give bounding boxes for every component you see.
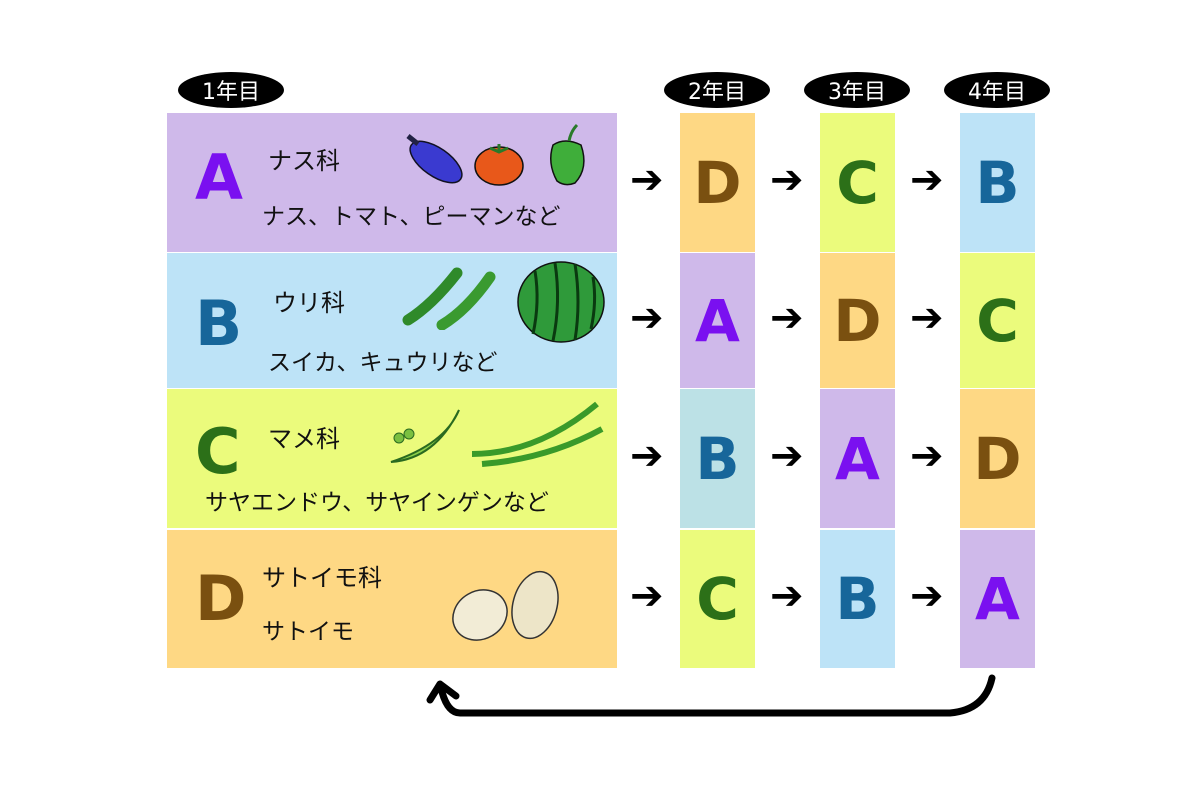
- arrow-right-icon: ➔: [770, 156, 804, 203]
- cucumber-icon: [402, 267, 496, 330]
- family-letter: D: [195, 562, 247, 635]
- arrow-right-icon: ➔: [630, 573, 664, 619]
- rotation-cell-year3-a: A: [820, 389, 895, 528]
- family-row-c: C マメ科 サヤエンドウ、サヤインゲンなど: [167, 389, 617, 528]
- rotation-cell-year2-c: C: [680, 530, 755, 668]
- arrow-right-icon: ➔: [630, 294, 664, 341]
- watermelon-icon: [517, 261, 605, 343]
- family-name: サトイモ科: [262, 564, 382, 592]
- rotation-cell-year4-b: B: [960, 113, 1035, 252]
- arrow-right-icon: ➔: [910, 432, 944, 479]
- family-name: ウリ科: [273, 289, 345, 317]
- return-arrow-icon: [426, 674, 996, 717]
- family-examples: サヤエンドウ、サヤインゲンなど: [205, 490, 549, 516]
- rotation-cell-year3-b: B: [820, 530, 895, 668]
- family-examples: ナス、トマト、ピーマンなど: [262, 204, 561, 230]
- rotation-cell-year2-d: D: [680, 113, 755, 252]
- rotation-cell-year3-d: D: [820, 253, 895, 388]
- arrow-right-icon: ➔: [910, 573, 944, 619]
- family-name: ナス科: [268, 147, 340, 175]
- eggplant-icon: [406, 134, 463, 184]
- year-3-label: 3年目: [804, 72, 910, 108]
- family-examples: サトイモ: [262, 619, 354, 645]
- arrow-right-icon: ➔: [630, 156, 664, 203]
- rotation-cell-year4-c: C: [960, 253, 1035, 388]
- arrow-right-icon: ➔: [770, 573, 804, 619]
- arrow-right-icon: ➔: [770, 294, 804, 341]
- year-1-label: 1年目: [178, 72, 284, 108]
- family-name: マメ科: [268, 425, 340, 453]
- arrow-right-icon: ➔: [630, 432, 664, 479]
- family-letter: A: [195, 141, 243, 214]
- year-4-label: 4年目: [944, 72, 1050, 108]
- rotation-cell-year2-b: B: [680, 389, 755, 528]
- green-bean-icon: [471, 401, 604, 467]
- year-2-label: 2年目: [664, 72, 770, 108]
- taro-icon: [452, 570, 559, 641]
- arrow-right-icon: ➔: [910, 156, 944, 203]
- family-letter: C: [195, 415, 241, 488]
- rotation-cell-year4-a: A: [960, 530, 1035, 668]
- family-letter: B: [195, 287, 243, 360]
- pepper-icon: [550, 123, 585, 186]
- arrow-right-icon: ➔: [770, 432, 804, 479]
- family-row-b: B ウリ科 スイカ、キュウリなど: [167, 253, 617, 388]
- arrow-right-icon: ➔: [910, 294, 944, 341]
- rotation-cell-year4-d: D: [960, 389, 1035, 528]
- rotation-cell-year3-c: C: [820, 113, 895, 252]
- pea-pod-icon: [390, 409, 460, 463]
- tomato-icon: [474, 144, 524, 186]
- family-row-d: D サトイモ科 サトイモ: [167, 530, 617, 668]
- rotation-cell-year2-a: A: [680, 253, 755, 388]
- family-examples: スイカ、キュウリなど: [268, 350, 498, 376]
- family-row-a: A ナス科 ナス、トマト、ピーマンなど: [167, 113, 617, 252]
